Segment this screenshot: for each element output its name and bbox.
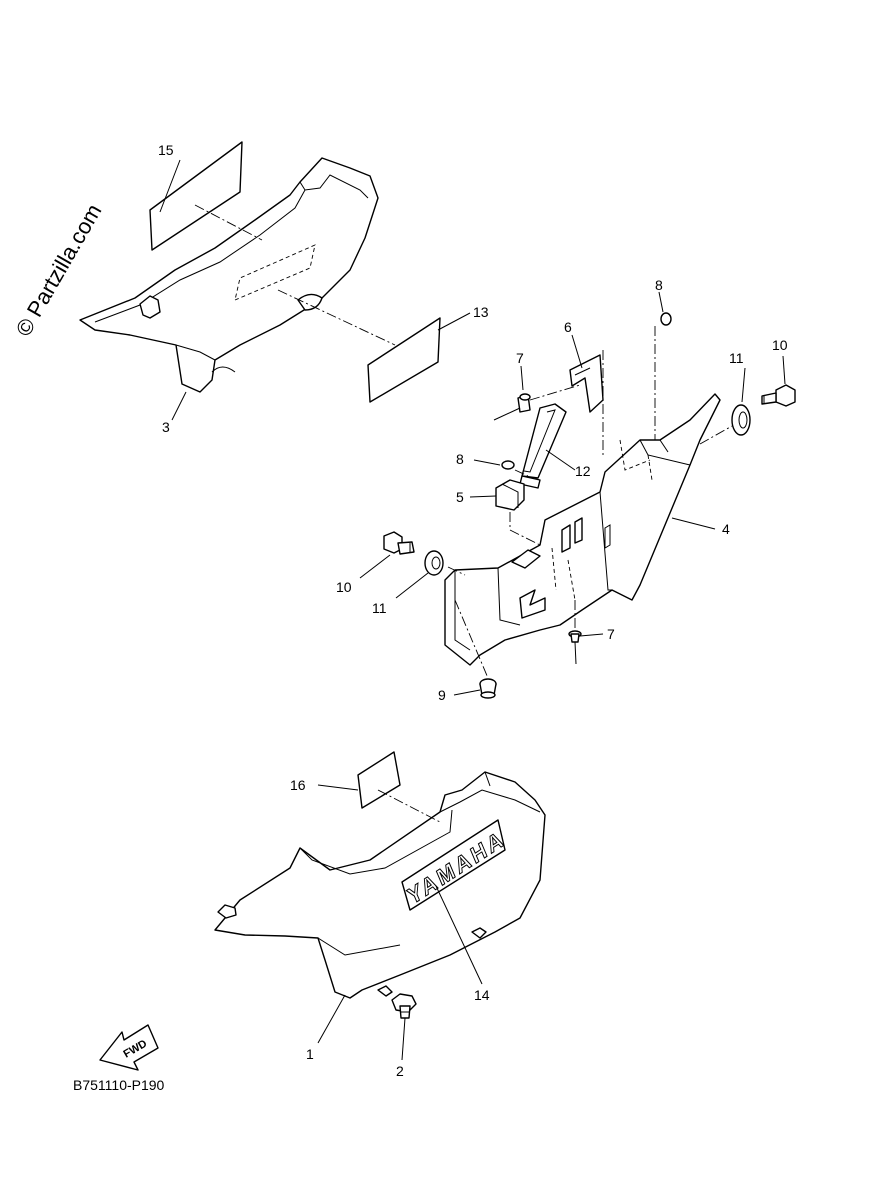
callout-12: 12: [575, 463, 591, 479]
bolt-part-10-right[interactable]: [761, 384, 796, 407]
callout-15: 15: [158, 142, 174, 158]
callout-7-upper: 7: [516, 350, 524, 366]
rivet-part-7-lower[interactable]: [568, 630, 582, 665]
callout-10-left: 10: [336, 579, 352, 595]
diagram-code: B751110-P190: [73, 1077, 165, 1093]
forward-direction-arrow: FWD: [99, 1024, 159, 1071]
callout-11-left: 11: [372, 600, 387, 616]
bracket-part-6[interactable]: [569, 354, 604, 413]
rivet-part-7-upper[interactable]: [493, 393, 531, 421]
yamaha-emblem-part-14[interactable]: [401, 819, 506, 911]
washer-part-8-upper[interactable]: [660, 312, 672, 326]
callout-6: 6: [564, 319, 572, 335]
grommet-part-11-right[interactable]: [731, 404, 751, 436]
callout-5: 5: [456, 489, 464, 505]
callout-10-right: 10: [772, 337, 788, 353]
callout-1: 1: [306, 1046, 314, 1062]
decal-part-13[interactable]: [367, 317, 441, 403]
clip-part-5[interactable]: [495, 479, 525, 511]
washer-part-8-middle[interactable]: [501, 460, 515, 470]
callout-16: 16: [290, 777, 306, 793]
callout-3: 3: [162, 419, 170, 435]
callout-8-middle: 8: [456, 451, 464, 467]
grommet-part-11-left[interactable]: [424, 550, 444, 576]
callout-8-upper: 8: [655, 277, 663, 293]
callout-4: 4: [722, 521, 730, 537]
side-bracket-part-4[interactable]: [444, 393, 721, 666]
callout-9: 9: [438, 687, 446, 703]
callout-11-right: 11: [729, 350, 744, 366]
decal-part-16[interactable]: [357, 751, 401, 809]
band-part-12[interactable]: [519, 403, 567, 489]
decal-part-15[interactable]: [149, 141, 243, 251]
callout-13: 13: [473, 304, 489, 320]
bolt-part-10-left[interactable]: [383, 531, 415, 555]
callout-14: 14: [474, 987, 490, 1003]
screw-part-2[interactable]: [391, 993, 417, 1019]
upper-side-cover-part-3[interactable]: [79, 157, 379, 393]
lower-side-cover-part-1[interactable]: YAMAHA: [214, 771, 546, 999]
callout-2: 2: [396, 1063, 404, 1079]
grommet-part-9[interactable]: [479, 678, 497, 699]
callout-7-lower: 7: [607, 626, 615, 642]
